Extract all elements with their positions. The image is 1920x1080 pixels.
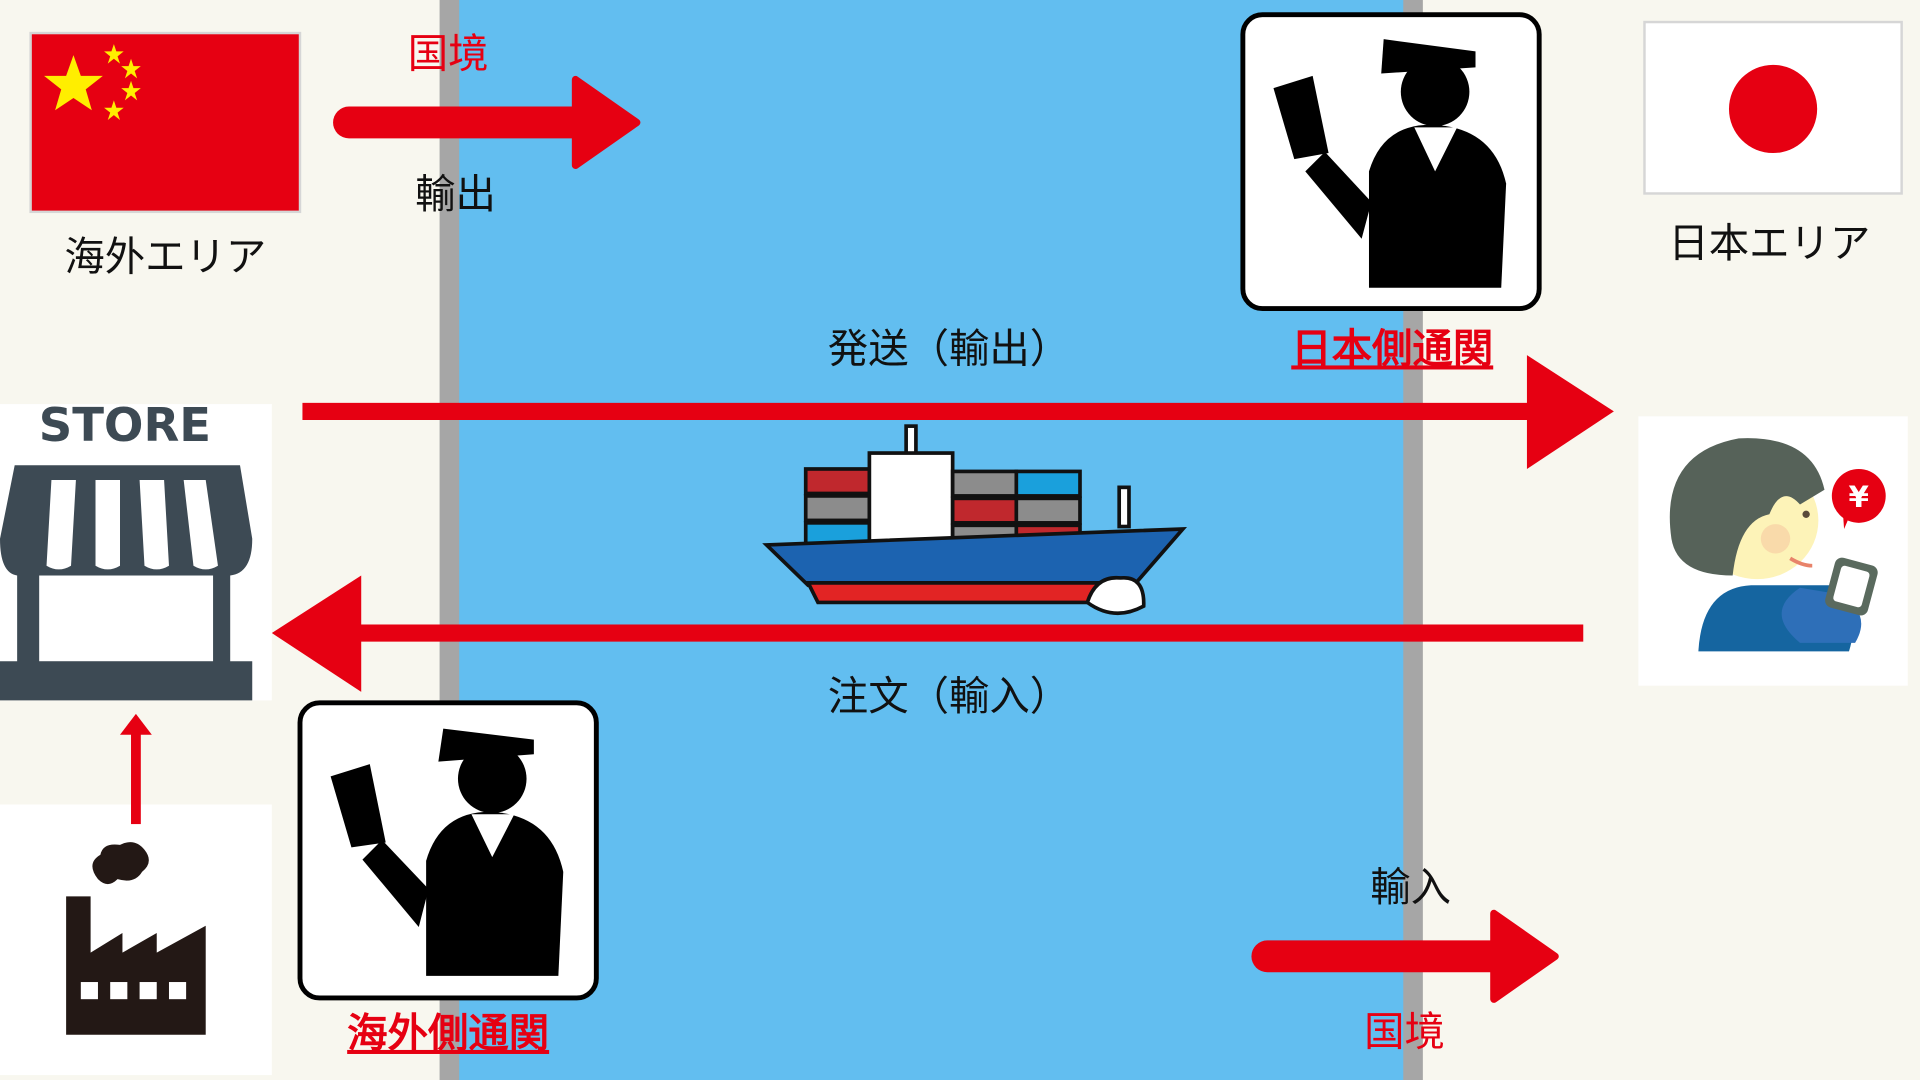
japan-flag-icon [1643, 20, 1903, 195]
overseas-area-label: 海外エリア [64, 233, 266, 281]
japan-area-label: 日本エリア [1668, 219, 1870, 267]
import-label-bottom: 輸入 [1370, 863, 1451, 911]
overseas-customs-officer-icon [297, 700, 599, 1001]
factory-to-store-arrow [120, 713, 152, 825]
japan-customs-officer-icon [1240, 12, 1542, 312]
overseas-customs-label: 海外側通関 [347, 1009, 549, 1057]
export-arrow [333, 75, 641, 169]
export-label-top: 輸出 [415, 170, 496, 218]
shipping-arrow [302, 355, 1614, 469]
shipping-export-label: 発送（輸出） [828, 324, 1070, 372]
border-label-bottom: 国境 [1364, 1008, 1445, 1056]
svg-text:¥: ¥ [1849, 480, 1870, 514]
order-import-label: 注文（輸入） [828, 672, 1070, 720]
store-icon: STORE [0, 398, 272, 701]
order-arrow [271, 575, 1584, 692]
japan-customs-label: 日本側通関 [1291, 324, 1493, 372]
china-flag-icon [29, 31, 302, 214]
svg-text:STORE: STORE [39, 398, 211, 452]
factory-icon [0, 804, 272, 1076]
cargo-ship-icon [762, 424, 1188, 615]
import-arrow [1251, 909, 1559, 1003]
border-label-top: 国境 [408, 29, 489, 77]
customer-with-phone-icon: ¥ [1638, 416, 1908, 686]
